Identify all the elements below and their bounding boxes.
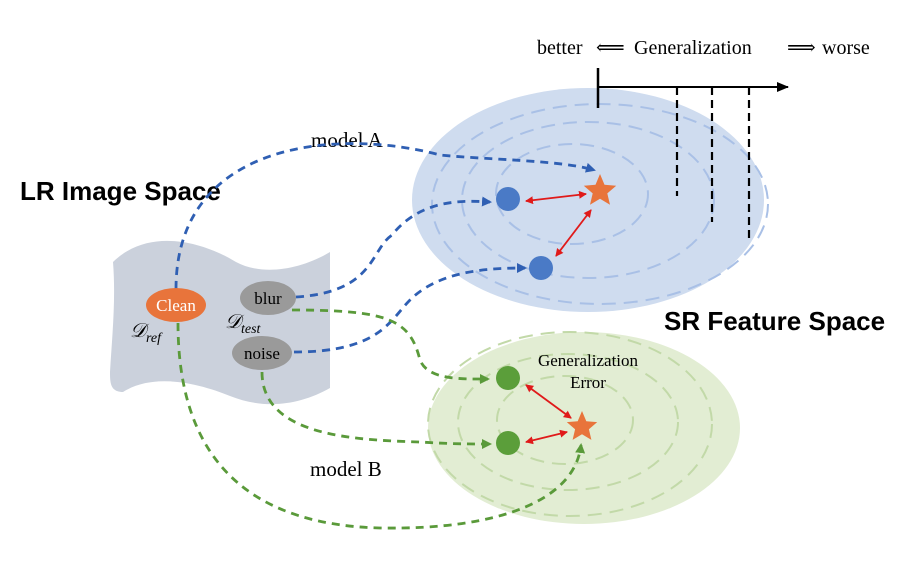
- noise-label: noise: [244, 344, 280, 363]
- path-clean-to-green-star: [176, 322, 586, 530]
- axis-label-better: better: [537, 37, 583, 59]
- axis-arrow-left: ⟸: [596, 37, 625, 59]
- model-b-label: model B: [310, 457, 382, 481]
- clean-label: Clean: [156, 296, 196, 315]
- model-a-label: model A: [311, 128, 384, 152]
- blur-label: blur: [254, 289, 282, 308]
- clean-bubble: [146, 288, 206, 322]
- sr-feature-space-title: SR Feature Space: [664, 306, 885, 336]
- generalization-error-line2: Error: [570, 373, 606, 392]
- green-contours: [427, 331, 713, 517]
- path-blur-to-green-dot: [291, 308, 490, 385]
- green-reference-star: [566, 411, 598, 440]
- blue-error-arrow-1: [525, 190, 587, 205]
- d-ref-letter: 𝒟: [130, 320, 150, 342]
- noise-bubble: [232, 336, 292, 370]
- path-noise-to-blue-dot: [293, 263, 527, 354]
- green-error-arrow-1: [525, 384, 572, 419]
- d-test-symbol: 𝒟test: [225, 311, 262, 337]
- blue-feature-dot-noise: [529, 256, 553, 280]
- blue-reference-star: [583, 174, 617, 205]
- axis-arrow-right: ⟹: [787, 37, 816, 59]
- lr-image-space-title: LR Image Space: [20, 176, 221, 206]
- d-ref-subscript: ref: [146, 331, 163, 346]
- green-error-arrow-2: [525, 429, 568, 445]
- blue-error-arrow-2: [555, 209, 592, 257]
- d-ref-symbol: 𝒟ref: [130, 320, 163, 346]
- d-test-letter: 𝒟: [225, 311, 245, 333]
- axis-label-worse: worse: [822, 37, 870, 59]
- green-feature-dot-noise: [496, 431, 520, 455]
- blur-bubble: [240, 281, 296, 315]
- blue-feature-dot-blur: [496, 187, 520, 211]
- path-clean-to-blue-star: [174, 142, 596, 290]
- d-test-subscript: test: [241, 322, 262, 337]
- green-feature-dot-blur: [496, 366, 520, 390]
- axis-guide-lines: [675, 87, 751, 238]
- blue-contours: [431, 103, 769, 305]
- generalization-error-line1: Generalization: [538, 351, 639, 370]
- axis-label-generalization: Generalization: [634, 37, 752, 59]
